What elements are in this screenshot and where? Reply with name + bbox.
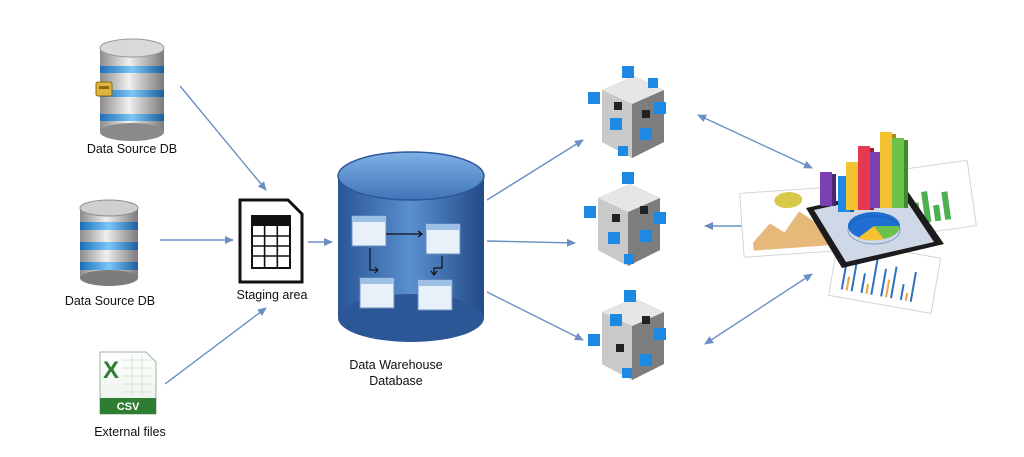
arrow-warehouse-to-mart3 xyxy=(486,291,584,341)
external-files-label: External files xyxy=(94,425,166,439)
warehouse-cylinder-icon xyxy=(337,151,485,342)
data-cube-icon xyxy=(588,290,666,380)
source-db-1-label: Data Source DB xyxy=(86,142,178,156)
staging-document-icon xyxy=(238,198,304,284)
excel-logo-letter: X xyxy=(103,357,119,384)
warehouse-label-line2: Database xyxy=(369,374,423,388)
arrow-mart3-analytics xyxy=(704,273,813,345)
arrow-warehouse-to-mart2 xyxy=(486,238,576,247)
database-icon xyxy=(79,199,139,286)
csv-file-icon: X CSV xyxy=(99,351,157,415)
arrow-files-to-staging xyxy=(164,307,267,385)
arrow-db1-to-staging xyxy=(179,85,267,191)
csv-badge: CSV xyxy=(117,401,140,413)
flow-arrows xyxy=(160,85,813,385)
arrow-warehouse-to-mart1 xyxy=(486,139,584,201)
data-cube-icon xyxy=(588,66,666,158)
arrow-mart1-analytics xyxy=(697,114,813,169)
staging-area-label: Staging area xyxy=(236,288,308,302)
source-db-2-label: Data Source DB xyxy=(64,294,156,308)
warehouse-label-line1: Data Warehouse xyxy=(349,358,443,372)
analytics-dashboard-icon xyxy=(739,132,977,314)
data-cube-icon xyxy=(584,172,666,266)
database-tagged-icon xyxy=(95,38,165,141)
